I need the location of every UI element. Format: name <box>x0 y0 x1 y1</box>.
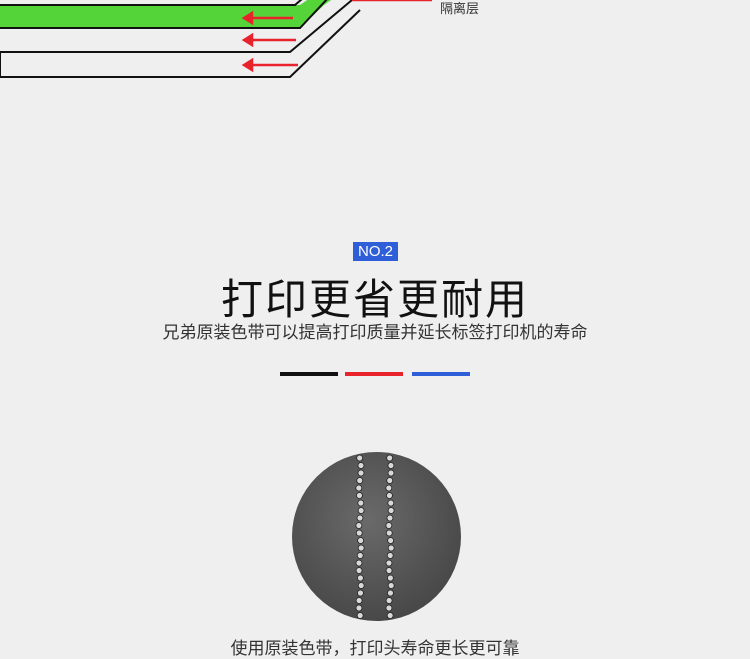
layer-line <box>0 9 361 78</box>
dot <box>357 507 365 514</box>
dot <box>387 462 395 469</box>
dot <box>357 499 365 507</box>
dot <box>386 574 394 582</box>
dot <box>356 552 364 559</box>
dot <box>386 552 394 559</box>
dot <box>356 477 364 484</box>
layer-line <box>0 0 328 29</box>
dot <box>386 514 394 522</box>
dot <box>387 537 395 544</box>
layer-line <box>0 0 303 6</box>
dot <box>356 574 364 582</box>
dot <box>386 477 394 484</box>
dot <box>387 499 395 507</box>
dot <box>356 454 364 462</box>
ribbon-closeup-image <box>292 452 461 621</box>
dot <box>386 454 394 462</box>
layer-diagram <box>0 0 750 90</box>
dot <box>387 507 395 514</box>
blue-color-bar <box>412 372 470 376</box>
dot <box>356 612 364 619</box>
section-headline: 打印更省更耐用 <box>220 275 529 324</box>
layer-label: 隔离层 <box>440 2 480 17</box>
dot <box>357 582 365 589</box>
dot <box>385 567 393 574</box>
dot <box>385 559 393 567</box>
layer-line <box>0 0 353 53</box>
dot <box>385 604 393 612</box>
dot <box>385 597 393 604</box>
dot <box>357 589 364 597</box>
dot <box>356 514 364 522</box>
dot <box>355 604 363 612</box>
dot <box>355 484 363 492</box>
dot <box>387 589 394 597</box>
black-color-bar <box>280 372 338 376</box>
dot <box>355 559 363 567</box>
dot <box>385 484 393 492</box>
dot <box>357 537 365 544</box>
dot <box>385 522 393 529</box>
dot <box>355 597 363 604</box>
dot <box>387 469 395 477</box>
dot <box>355 567 363 574</box>
dot <box>357 469 365 477</box>
dot <box>356 492 363 499</box>
dot <box>387 544 395 552</box>
dot <box>355 522 363 529</box>
section-number-badge: NO.2 <box>353 242 398 261</box>
dot <box>357 544 365 552</box>
dot <box>386 612 394 619</box>
section-subline: 兄弟原装色带可以提高打印质量并延长标签打印机的寿命 <box>162 323 588 343</box>
dot <box>387 582 395 589</box>
red-color-bar <box>345 372 403 376</box>
bottom-caption: 使用原装色带，打印头寿命更长更可靠 <box>230 639 520 659</box>
dot <box>385 529 393 537</box>
dot <box>386 492 393 499</box>
arrow-group <box>241 10 298 73</box>
dot <box>357 462 365 469</box>
dot <box>355 529 363 537</box>
